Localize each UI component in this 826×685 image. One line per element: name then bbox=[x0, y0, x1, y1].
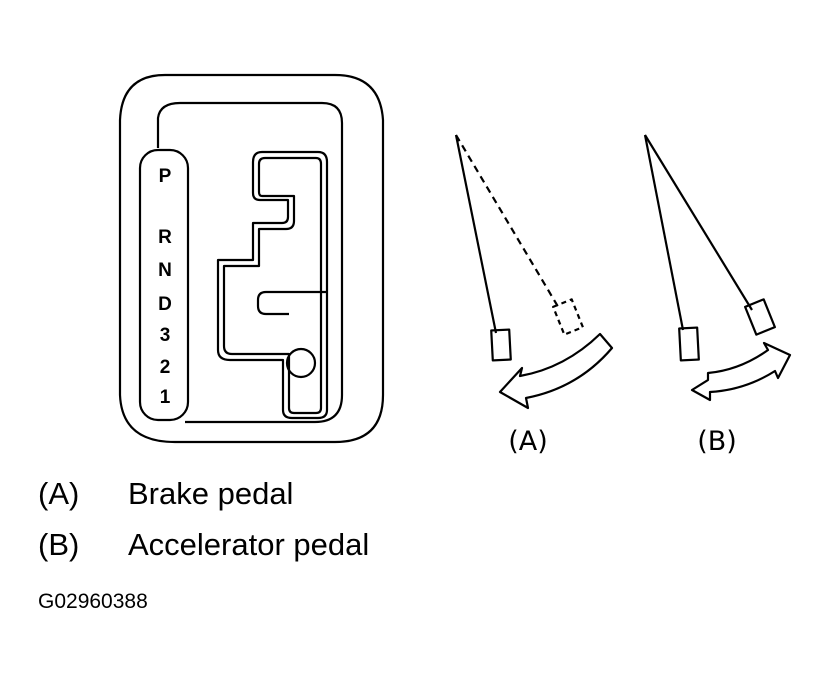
shifter-inner-panel bbox=[156, 101, 344, 424]
legend-item-accelerator: (B) Accelerator pedal bbox=[38, 527, 369, 563]
brake-pedal-pad bbox=[490, 328, 512, 362]
shift-lever-knob bbox=[285, 347, 317, 379]
accelerator-pedal-pad bbox=[678, 326, 700, 362]
gear-label-2: 2 bbox=[160, 357, 171, 378]
gear-indicator-strip bbox=[138, 148, 190, 422]
gear-label-3: 3 bbox=[160, 325, 171, 346]
gear-label-1: 1 bbox=[160, 387, 171, 408]
accelerator-callout: (B) bbox=[697, 426, 737, 457]
gear-label-n: N bbox=[158, 260, 172, 281]
accelerator-pedal-arm-released bbox=[644, 134, 753, 311]
accelerator-pedal-arm bbox=[643, 134, 685, 331]
figure-code: G02960388 bbox=[38, 590, 148, 613]
brake-motion-arrow bbox=[498, 332, 614, 410]
legend-item-brake: (A) Brake pedal bbox=[38, 476, 293, 512]
gear-label-r: R bbox=[158, 227, 172, 248]
legend-label: Accelerator pedal bbox=[128, 527, 370, 562]
legend-key: (B) bbox=[38, 527, 80, 562]
shift-gate-inner bbox=[222, 156, 323, 415]
legend-key: (A) bbox=[38, 476, 80, 511]
brake-pedal-pad-pressed bbox=[552, 298, 584, 336]
brake-callout: (A) bbox=[508, 426, 548, 457]
gear-label-d: D bbox=[158, 294, 172, 315]
shifter-housing bbox=[118, 73, 385, 444]
gate-notch-lower bbox=[256, 290, 327, 316]
accelerator-pedal-pad-released bbox=[744, 298, 776, 336]
shift-gate bbox=[216, 150, 329, 420]
brake-pedal-arm bbox=[454, 134, 498, 334]
brake-pedal-arm-pressed bbox=[455, 134, 561, 311]
legend-label: Brake pedal bbox=[128, 476, 294, 511]
gear-label-p: P bbox=[159, 166, 172, 187]
accelerator-motion-arrow bbox=[690, 341, 792, 402]
